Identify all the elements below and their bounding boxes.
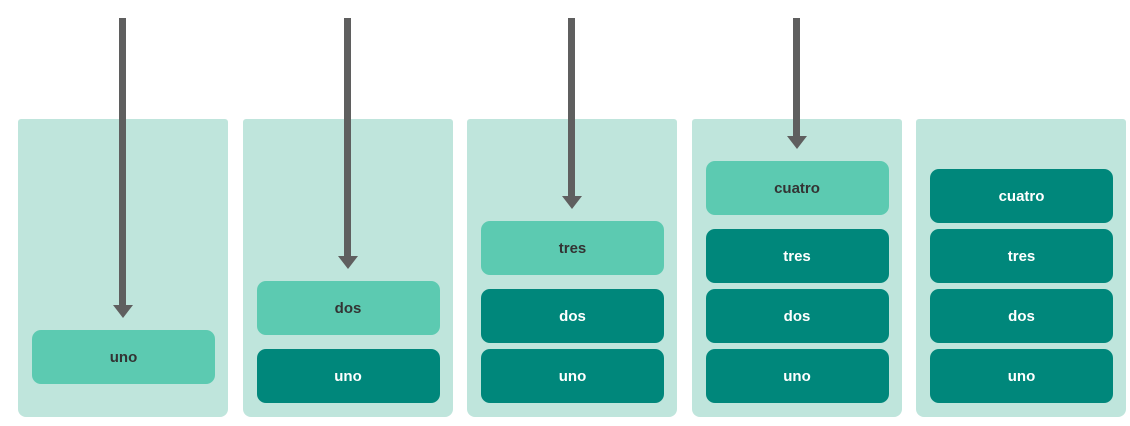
stacked-block: dos xyxy=(481,289,664,343)
arrow-head xyxy=(786,136,807,149)
arrow-shaft xyxy=(568,18,575,197)
arrow-shaft xyxy=(343,18,351,257)
stack-column-5: cuatro tres dos uno xyxy=(916,119,1126,417)
stacked-block: uno xyxy=(930,349,1113,403)
arrow-shaft xyxy=(792,18,800,137)
arrow-head xyxy=(113,305,133,318)
stacked-block: dos xyxy=(930,289,1113,343)
arrow-shaft xyxy=(119,18,126,306)
stacked-block: uno xyxy=(481,349,664,403)
stacked-block: uno xyxy=(705,349,889,403)
stacked-block: tres xyxy=(930,229,1113,283)
stacked-block: cuatro xyxy=(930,169,1113,223)
incoming-block: dos xyxy=(256,281,440,335)
incoming-block: uno xyxy=(32,330,215,384)
incoming-block: cuatro xyxy=(705,161,889,215)
stacked-block: tres xyxy=(705,229,889,283)
stacked-block: dos xyxy=(705,289,889,343)
stacked-block: uno xyxy=(256,349,440,403)
stack-column-4: tres dos uno cuatro xyxy=(691,119,902,417)
stack-column-3: dos uno tres xyxy=(467,119,677,417)
arrow-head xyxy=(562,196,582,209)
incoming-block: tres xyxy=(481,221,664,275)
arrow-head xyxy=(337,256,358,269)
